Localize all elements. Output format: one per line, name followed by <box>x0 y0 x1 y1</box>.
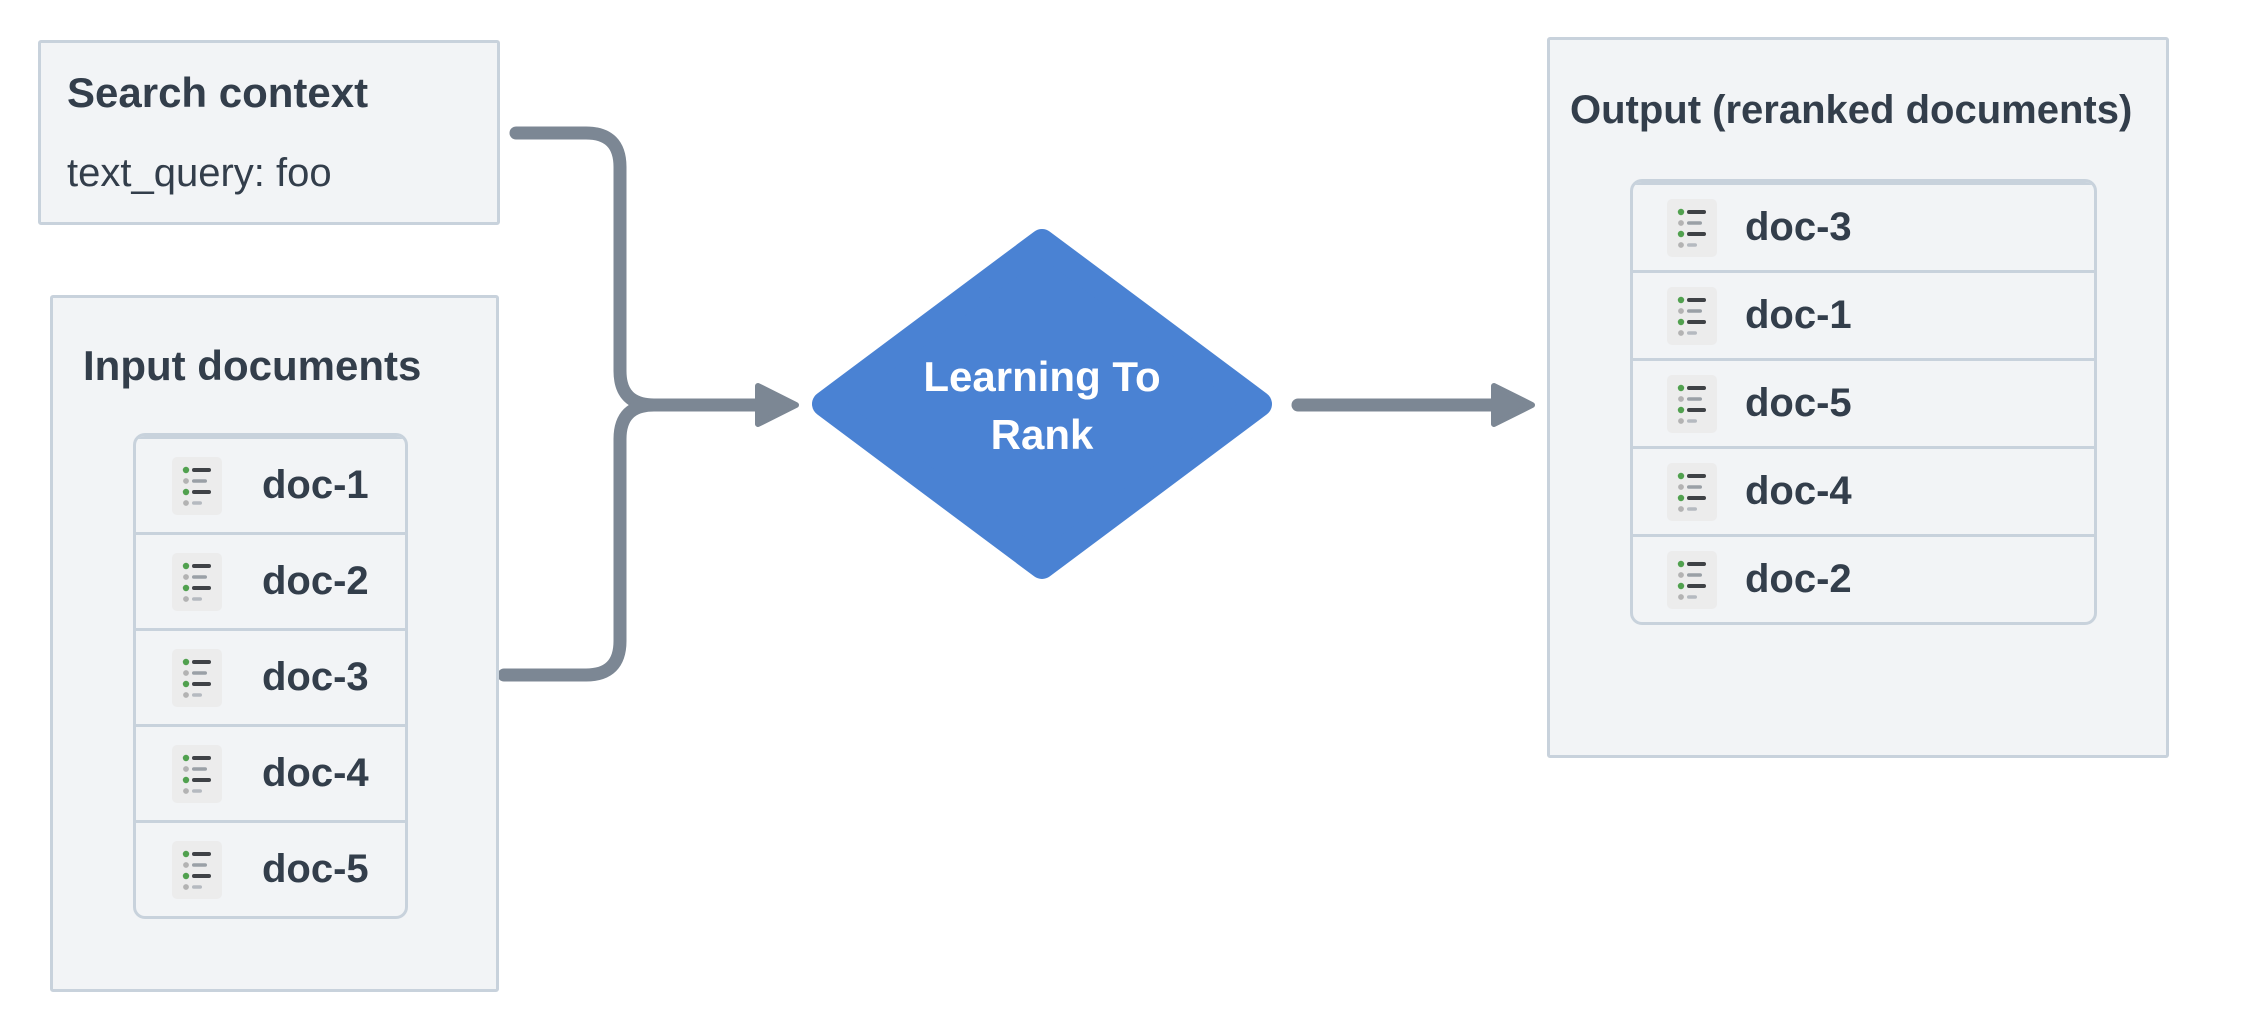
output-document-row: doc-3 <box>1633 182 2094 270</box>
list-icon <box>172 456 222 515</box>
connector-search-context-to-junction <box>509 126 661 412</box>
input-document-row: doc-3 <box>136 628 405 724</box>
arrowhead-into-diamond-icon <box>755 383 799 427</box>
document-label: doc-3 <box>1745 205 1852 249</box>
search-context-query-text: text_query: foo <box>67 151 332 195</box>
output-documents-list: doc-3 <box>1630 179 2097 625</box>
list-icon <box>1667 462 1717 521</box>
list-icon <box>1667 374 1717 433</box>
output-document-row: doc-1 <box>1633 270 2094 358</box>
input-documents-panel: Input documents <box>50 295 499 992</box>
learning-to-rank-label-line2: Rank <box>990 411 1094 458</box>
document-label: doc-4 <box>262 751 369 795</box>
list-icon <box>1667 198 1717 257</box>
document-label: doc-2 <box>1745 557 1852 601</box>
input-documents-list: doc-1 <box>133 433 408 919</box>
document-label: doc-3 <box>262 655 369 699</box>
list-icon <box>172 648 222 707</box>
learning-to-rank-label: Learning To Rank <box>817 348 1267 464</box>
document-label: doc-5 <box>1745 381 1852 425</box>
document-label: doc-1 <box>1745 293 1852 337</box>
list-icon <box>1667 550 1717 609</box>
document-label: doc-4 <box>1745 469 1852 513</box>
connector-input-documents-to-junction <box>497 398 661 682</box>
input-document-row: doc-2 <box>136 532 405 628</box>
input-document-row: doc-1 <box>136 436 405 532</box>
search-context-title: Search context <box>67 69 369 116</box>
input-document-row: doc-4 <box>136 724 405 820</box>
arrowhead-to-output-icon <box>1491 383 1535 427</box>
list-icon <box>1667 286 1717 345</box>
list-icon <box>172 840 222 899</box>
search-context-panel: Search context text_query: foo <box>38 40 500 225</box>
output-document-row: doc-5 <box>1633 358 2094 446</box>
output-documents-title: Output (reranked documents) <box>1570 88 2133 132</box>
document-label: doc-5 <box>262 847 369 891</box>
output-document-row: doc-4 <box>1633 446 2094 534</box>
output-document-row: doc-2 <box>1633 534 2094 622</box>
list-icon <box>172 744 222 803</box>
learning-to-rank-label-line1: Learning To <box>923 353 1161 400</box>
output-documents-panel: Output (reranked documents) <box>1547 37 2169 758</box>
document-label: doc-1 <box>262 463 369 507</box>
input-documents-title: Input documents <box>83 342 422 389</box>
list-icon <box>172 552 222 611</box>
input-document-row: doc-5 <box>136 820 405 916</box>
document-label: doc-2 <box>262 559 369 603</box>
